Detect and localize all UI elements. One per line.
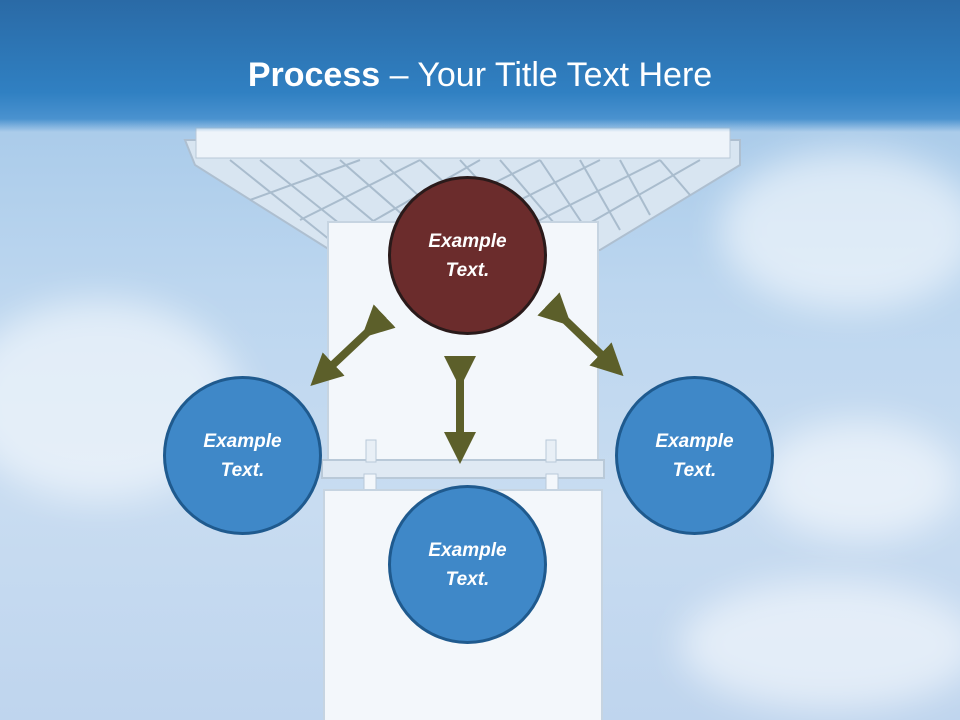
node-left: Example Text. <box>163 376 322 535</box>
node-top-text: Example Text. <box>428 230 507 281</box>
title-band <box>0 0 960 132</box>
arrow-top-left <box>310 304 396 386</box>
cloud <box>680 580 960 710</box>
slide-title: Process – Your Title Text Here <box>0 52 960 98</box>
node-right: Example Text. <box>615 376 774 535</box>
arrow-top-right <box>537 292 624 377</box>
cloud <box>720 150 960 310</box>
node-top: Example Text. <box>388 176 547 335</box>
node-bottom-text: Example Text. <box>428 539 507 590</box>
node-right-text: Example Text. <box>655 430 734 481</box>
cloud <box>760 420 960 540</box>
title-bold: Process <box>247 56 381 94</box>
node-bottom: Example Text. <box>388 485 547 644</box>
node-left-text: Example Text. <box>203 430 282 481</box>
title-rest: – Your Title Text Here <box>380 56 713 94</box>
